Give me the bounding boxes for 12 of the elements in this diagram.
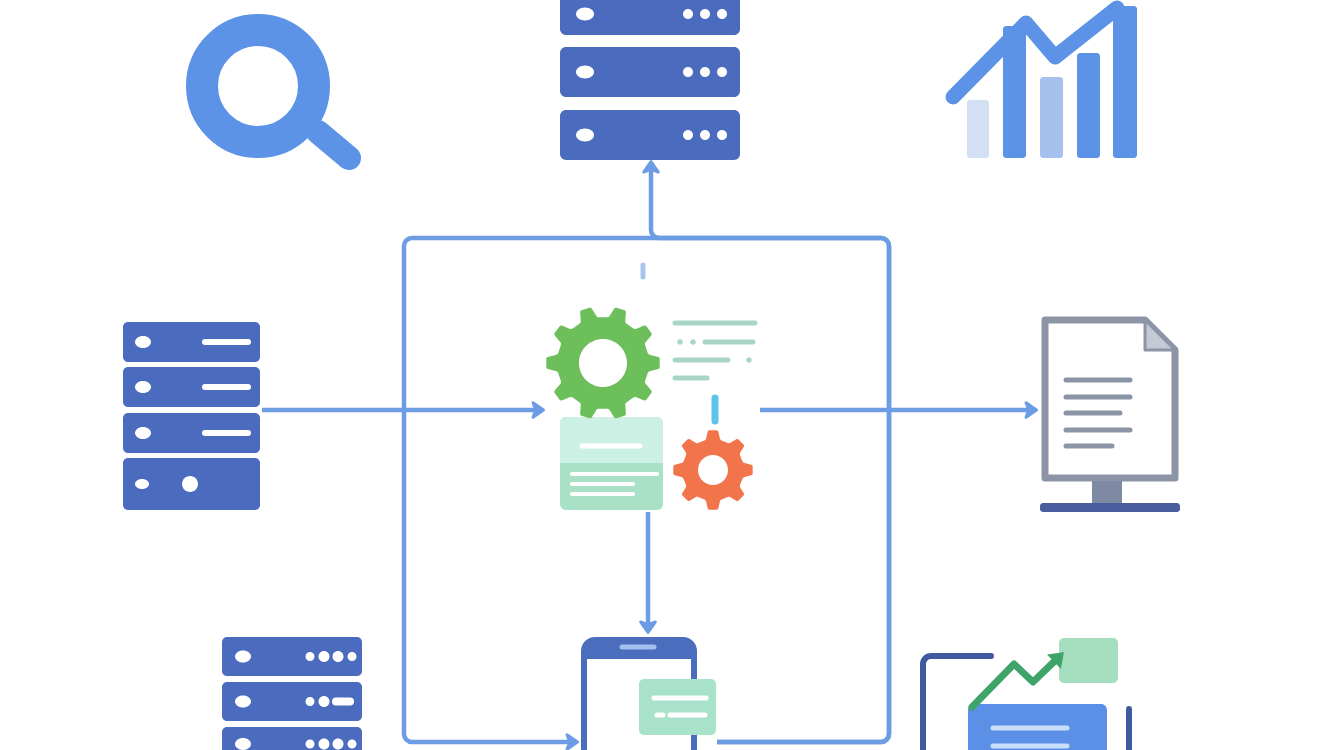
arrow xyxy=(401,235,892,750)
arrow xyxy=(639,512,657,634)
server-icon xyxy=(560,0,740,160)
arrow xyxy=(760,401,1038,419)
phone-icon xyxy=(581,637,716,750)
server-icon xyxy=(222,637,362,750)
arrow xyxy=(262,401,545,419)
document-monitor-icon xyxy=(1040,316,1180,512)
bar-chart-icon xyxy=(945,0,1137,158)
growth-chart-icon xyxy=(920,638,1132,750)
gears-icon xyxy=(546,307,758,510)
server-icon xyxy=(123,322,260,510)
